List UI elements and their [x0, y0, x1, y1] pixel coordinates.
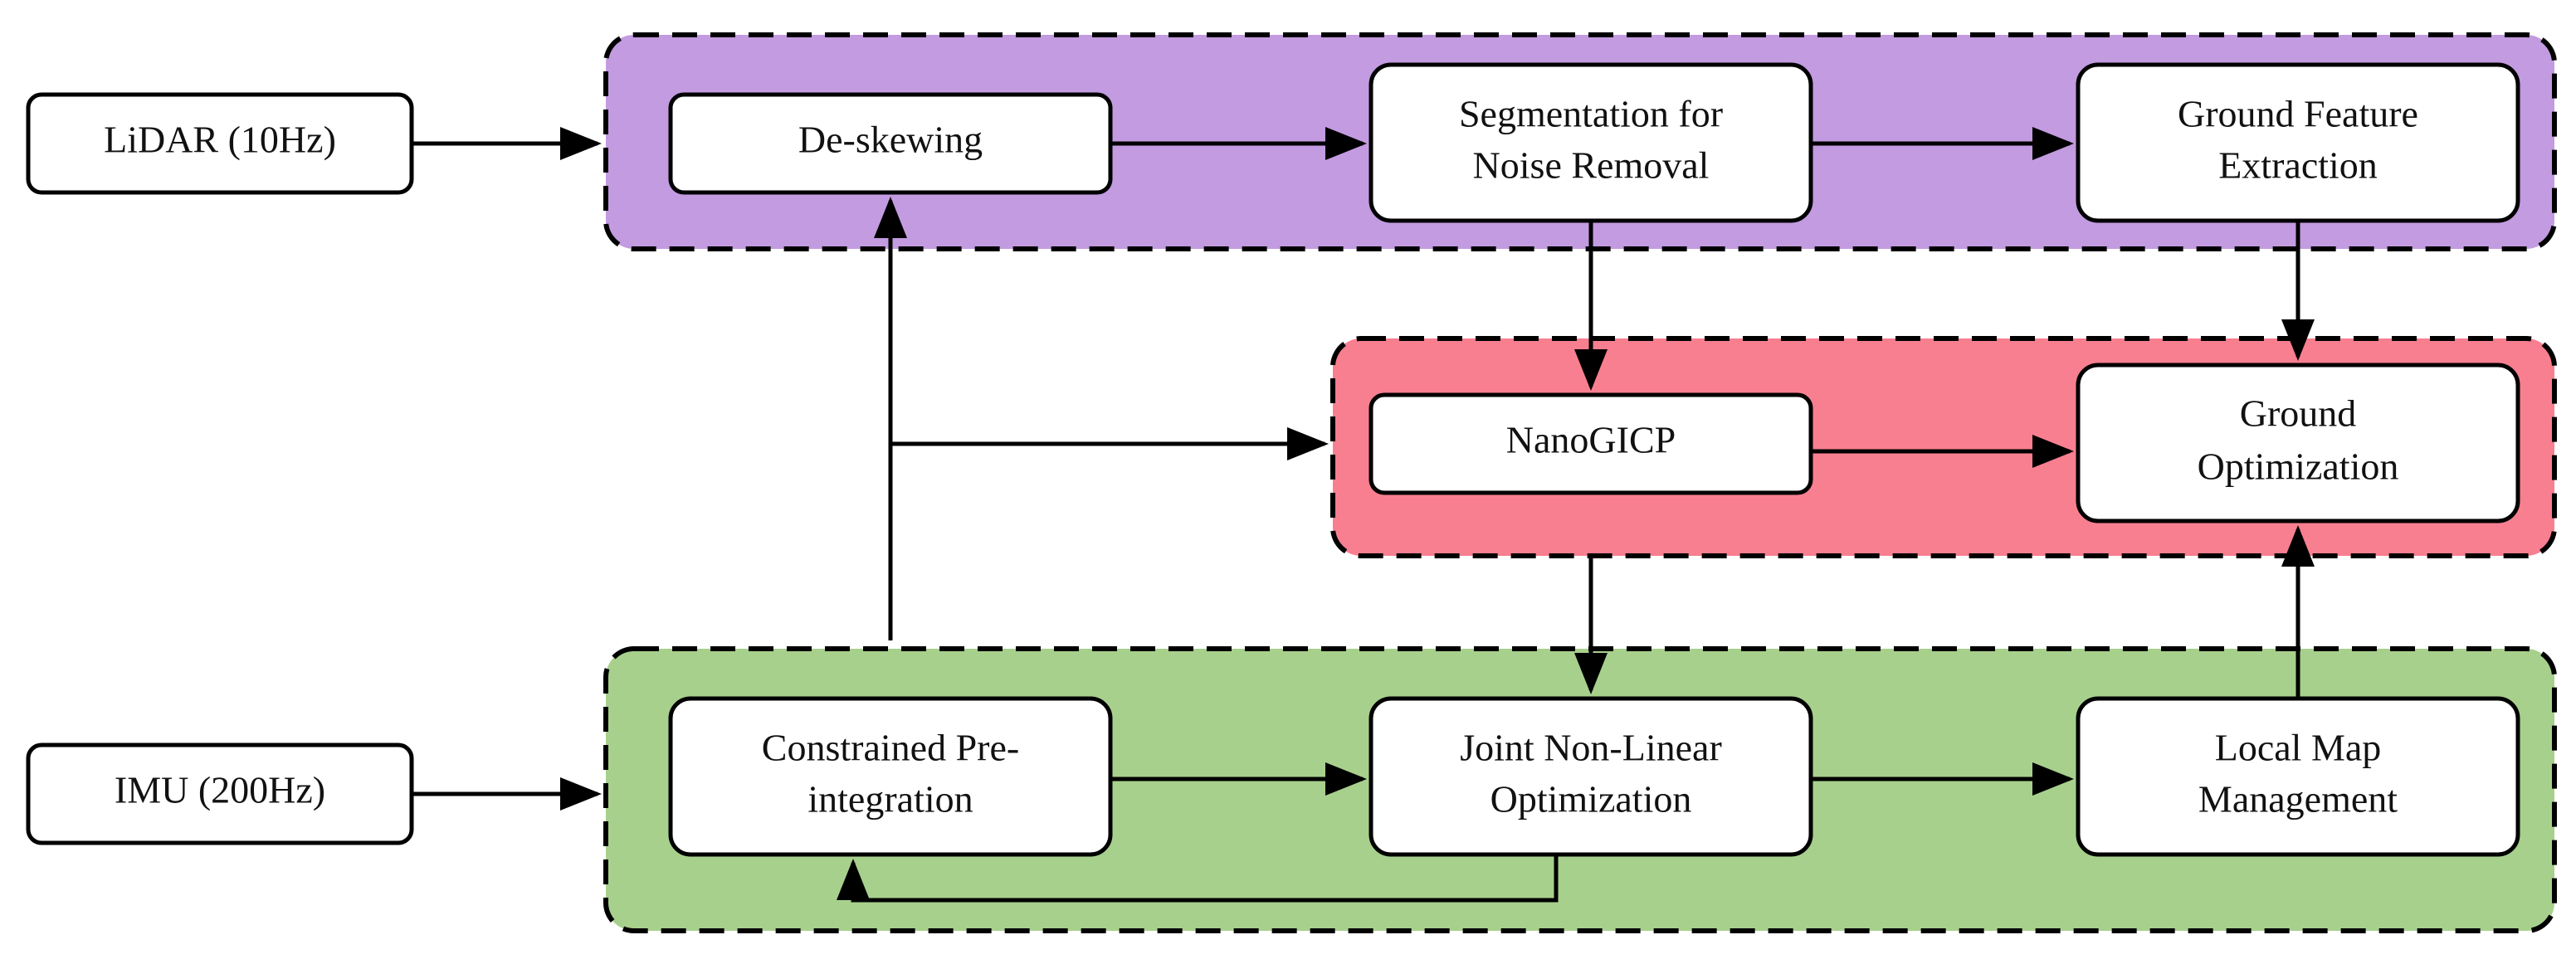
lidar-input: LiDAR (10Hz)	[26, 92, 414, 195]
imu-input-label: IMU (200Hz)	[115, 769, 325, 811]
ground-optimization-label-line-2: Optimization	[2198, 445, 2399, 488]
local-map-node: Local Map Management	[2076, 696, 2520, 857]
imu-input: IMU (200Hz)	[26, 742, 414, 845]
ground-feature-node: Ground Feature Extraction	[2076, 62, 2520, 223]
segmentation-node: Segmentation for Noise Removal	[1368, 62, 1813, 223]
preintegration-label-line-2: integration	[807, 778, 973, 820]
nanogicp-label-line-1: NanoGICP	[1506, 419, 1676, 461]
joint-optimization-node: Joint Non-Linear Optimization	[1368, 696, 1813, 857]
ground-optimization-node: Ground Optimization	[2076, 363, 2520, 523]
local-map-label-line-1: Local Map	[2215, 727, 2382, 769]
deskewing-node: De-skewing	[668, 92, 1113, 195]
ground-feature-label-line-2: Extraction	[2218, 144, 2378, 187]
ground-feature-label-line-1: Ground Feature	[2178, 93, 2418, 135]
joint-optimization-label-line-2: Optimization	[1490, 778, 1692, 820]
local-map-label-line-2: Management	[2198, 778, 2398, 820]
joint-optimization-label-line-1: Joint Non-Linear	[1460, 727, 1722, 769]
deskewing-label-line-1: De-skewing	[798, 119, 983, 161]
nanogicp-node: NanoGICP	[1368, 392, 1813, 495]
preintegration-label-line-1: Constrained Pre-	[762, 727, 1019, 769]
segmentation-label-line-1: Segmentation for	[1459, 93, 1723, 135]
arrow-joint-optimization-feedback-to-preintegration	[837, 854, 1559, 903]
preintegration-node: Constrained Pre- integration	[668, 696, 1113, 857]
lidar-input-label: LiDAR (10Hz)	[104, 119, 336, 161]
ground-optimization-label-line-1: Ground	[2240, 392, 2357, 435]
segmentation-label-line-2: Noise Removal	[1473, 144, 1710, 187]
